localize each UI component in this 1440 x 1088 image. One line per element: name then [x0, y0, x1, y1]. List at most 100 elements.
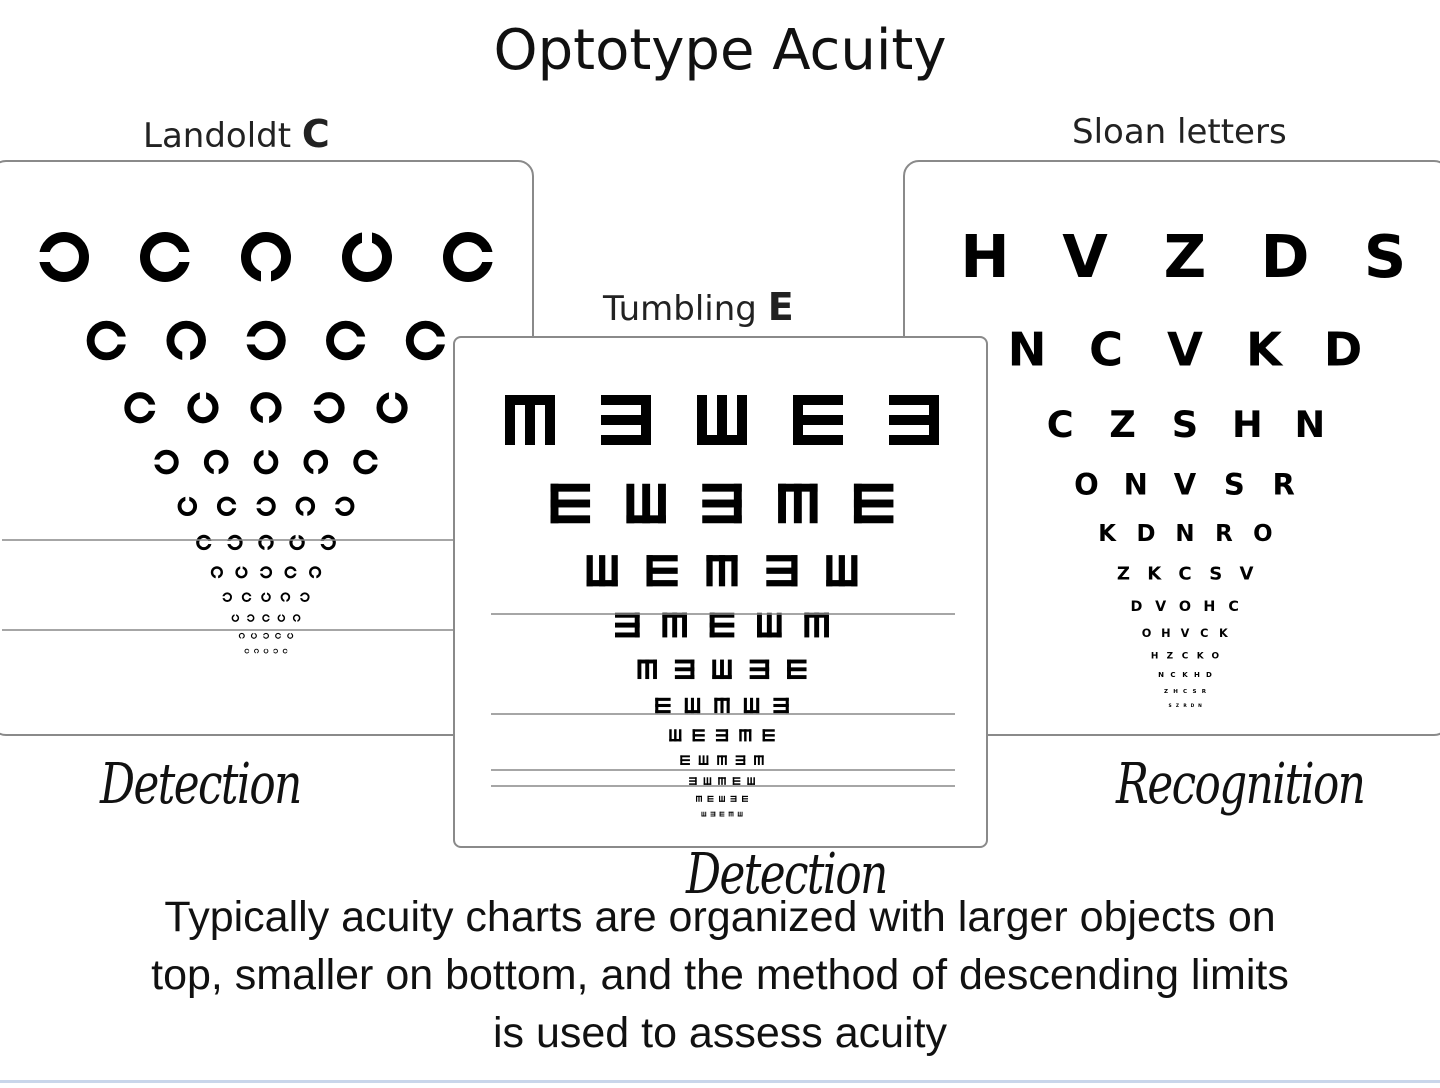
tumbling-e-optotype: [718, 777, 726, 785]
tumbling-e-optotype: [646, 555, 678, 587]
sloan-letter: H: [1151, 652, 1158, 662]
landolt-c-optotype: [244, 320, 286, 361]
sloan-letter: C: [1170, 670, 1175, 679]
tumbling-e-optotype: [787, 659, 807, 680]
sloan-letter: D: [1130, 599, 1142, 615]
landolt-c-optotype: [443, 232, 495, 282]
tumbling-e-optotype: [706, 555, 738, 587]
landolt-c-optotype: [253, 448, 279, 475]
tumbling-e-optotype: [586, 555, 618, 587]
landolt-label-glyph: C: [301, 112, 330, 156]
landolt-c-optotype: [273, 648, 278, 654]
sloan-letter: H: [1203, 599, 1215, 615]
tumbling-e-optotype: [695, 795, 702, 802]
sloan-letter: Z: [1167, 652, 1174, 662]
sloan-letter: D: [1324, 323, 1363, 377]
sloan-letter: V: [1167, 323, 1203, 377]
sloan-letter: D: [1261, 222, 1310, 291]
landolt-c-optotype: [263, 648, 269, 654]
landolt-c-optotype: [342, 230, 392, 282]
sloan-letter: S: [1192, 689, 1196, 695]
tumbling-e-optotype: [719, 811, 725, 817]
tumbling-e-optotype: [674, 659, 695, 680]
sloan-letter: Z: [1164, 222, 1207, 291]
tumbling-e-optotype: [710, 811, 716, 817]
landolt-c-optotype: [303, 449, 329, 476]
sloan-letter: D: [1191, 703, 1195, 709]
landolt-c-optotype: [241, 592, 252, 602]
landolt-c-optotype: [210, 566, 223, 579]
tumbling-e-optotype: [762, 729, 775, 742]
tumbling-e-optotype: [793, 395, 843, 445]
landolt-c-optotype: [255, 496, 276, 517]
sloan-letter: Z: [1164, 689, 1168, 695]
landolt-c-optotype: [250, 632, 257, 639]
sloan-letter: C: [1047, 403, 1074, 446]
sloan-letter: V: [1181, 627, 1190, 640]
landolt-c-optotype: [196, 534, 213, 551]
sloan-letter: O: [1253, 521, 1272, 547]
landolt-c-optotype: [353, 449, 379, 475]
bottom-divider: [0, 1080, 1440, 1083]
tumbling-e-optotype: [701, 811, 707, 817]
tumbling-e-optotype: [615, 612, 640, 638]
tumbling-e-optotype: [826, 555, 858, 587]
sloan-letter: O: [1074, 467, 1099, 501]
sloan-letter: N: [1294, 403, 1325, 446]
tumbling-chart-drawing: [491, 395, 955, 817]
sloan-letter: Z: [1176, 703, 1179, 709]
sloan-letter: C: [1228, 599, 1238, 615]
tumbling-e-optotype: [737, 811, 743, 817]
tumbling-e-optotype: [697, 395, 747, 445]
tumbling-e-optotype: [698, 755, 709, 765]
sloan-letter: O: [1212, 652, 1220, 662]
sloan-letter: S: [1224, 467, 1245, 501]
sloan-letter: R: [1183, 703, 1187, 709]
landolt-c-optotype: [277, 613, 286, 622]
tumbling-e-optotype: [757, 612, 782, 638]
tumbling-e-optotype: [739, 729, 752, 742]
landolt-c-optotype: [262, 614, 271, 622]
sloan-letter: R: [1272, 467, 1294, 501]
caption: Typically acuity charts are organized wi…: [40, 888, 1400, 1062]
landolt-c-optotype: [216, 496, 238, 517]
tumbling-e-optotype: [715, 729, 729, 742]
tumbling-e-optotype: [550, 483, 591, 524]
sloan-letter: V: [1155, 599, 1166, 615]
sloan-letter: S: [1209, 563, 1222, 584]
tumbling-e-optotype: [742, 795, 749, 802]
sloan-letter: C: [1178, 563, 1191, 584]
sloan-letter: S: [1172, 403, 1198, 446]
sloan-letter: C: [1089, 323, 1123, 377]
sloan-letter: O: [1142, 627, 1152, 640]
landolt-c-optotype: [299, 592, 310, 602]
sloan-letter: V: [1240, 563, 1254, 584]
sloan-letter: O: [1179, 599, 1191, 615]
sloan-letter: K: [1219, 627, 1229, 640]
sloan-letter: N: [1008, 323, 1047, 377]
sloan-letter: N: [1198, 703, 1202, 709]
sloan-letter: R: [1215, 521, 1233, 547]
landolt-c-optotype: [261, 591, 271, 602]
tumbling-e-optotype: [778, 483, 818, 524]
landolt-c-optotype: [275, 632, 282, 639]
tumbling-e-optotype: [747, 777, 755, 785]
landolt-c-optotype: [284, 566, 298, 579]
tumbling-e-optotype: [754, 755, 764, 765]
sloan-letter: H: [1161, 627, 1170, 640]
landolt-c-optotype: [235, 565, 248, 579]
sloan-letter: C: [1183, 689, 1187, 695]
landolt-c-optotype: [153, 449, 179, 475]
sloan-letter: N: [1175, 521, 1194, 547]
landolt-c-optotype: [334, 496, 355, 517]
landolt-c-optotype: [250, 392, 282, 425]
sloan-letter: H: [960, 222, 1009, 291]
tumbling-e-optotype: [662, 612, 687, 638]
tumbling-e-optotype: [773, 697, 789, 714]
landolt-chart-label: Landoldt C: [143, 112, 330, 156]
tumbling-e-optotype: [684, 697, 701, 714]
landolt-c-optotype: [376, 390, 408, 424]
landolt-c-optotype: [319, 534, 336, 551]
tumbling-e-optotype: [626, 483, 666, 524]
